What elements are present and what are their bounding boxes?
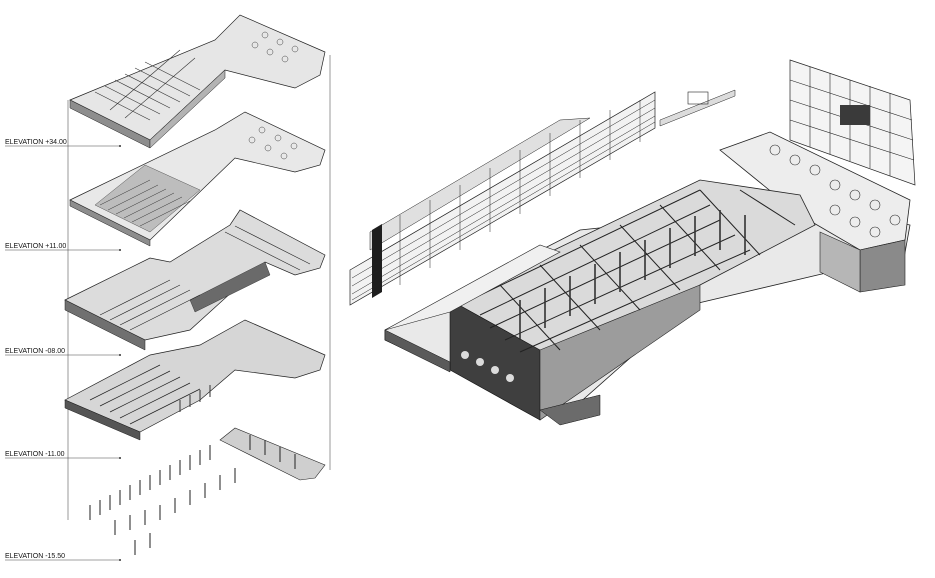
- assembled-axonometric: [349, 59, 916, 426]
- floor-level-top: [69, 14, 326, 149]
- facade-elevation-fragment: [789, 59, 916, 186]
- elevation-leaders: [5, 145, 120, 561]
- facade-strip: [349, 89, 736, 306]
- floor-level-3: [64, 209, 326, 351]
- exploded-axonometric: ELEVATION +34.00 ELEVATION +11.00 ELEVAT…: [5, 14, 331, 561]
- elevation-label-4: ELEVATION -11.00: [5, 451, 65, 458]
- elevation-label-3: ELEVATION -08.00: [5, 348, 65, 355]
- floor-level-foundation: [89, 427, 326, 555]
- floor-level-2: [69, 111, 326, 247]
- main-building: [384, 131, 911, 426]
- elevation-label-5: ELEVATION -15.50: [5, 553, 65, 560]
- elevation-label-1: ELEVATION +34.00: [5, 139, 67, 146]
- elevation-label-2: ELEVATION +11.00: [5, 243, 66, 250]
- floor-level-4: [64, 319, 326, 441]
